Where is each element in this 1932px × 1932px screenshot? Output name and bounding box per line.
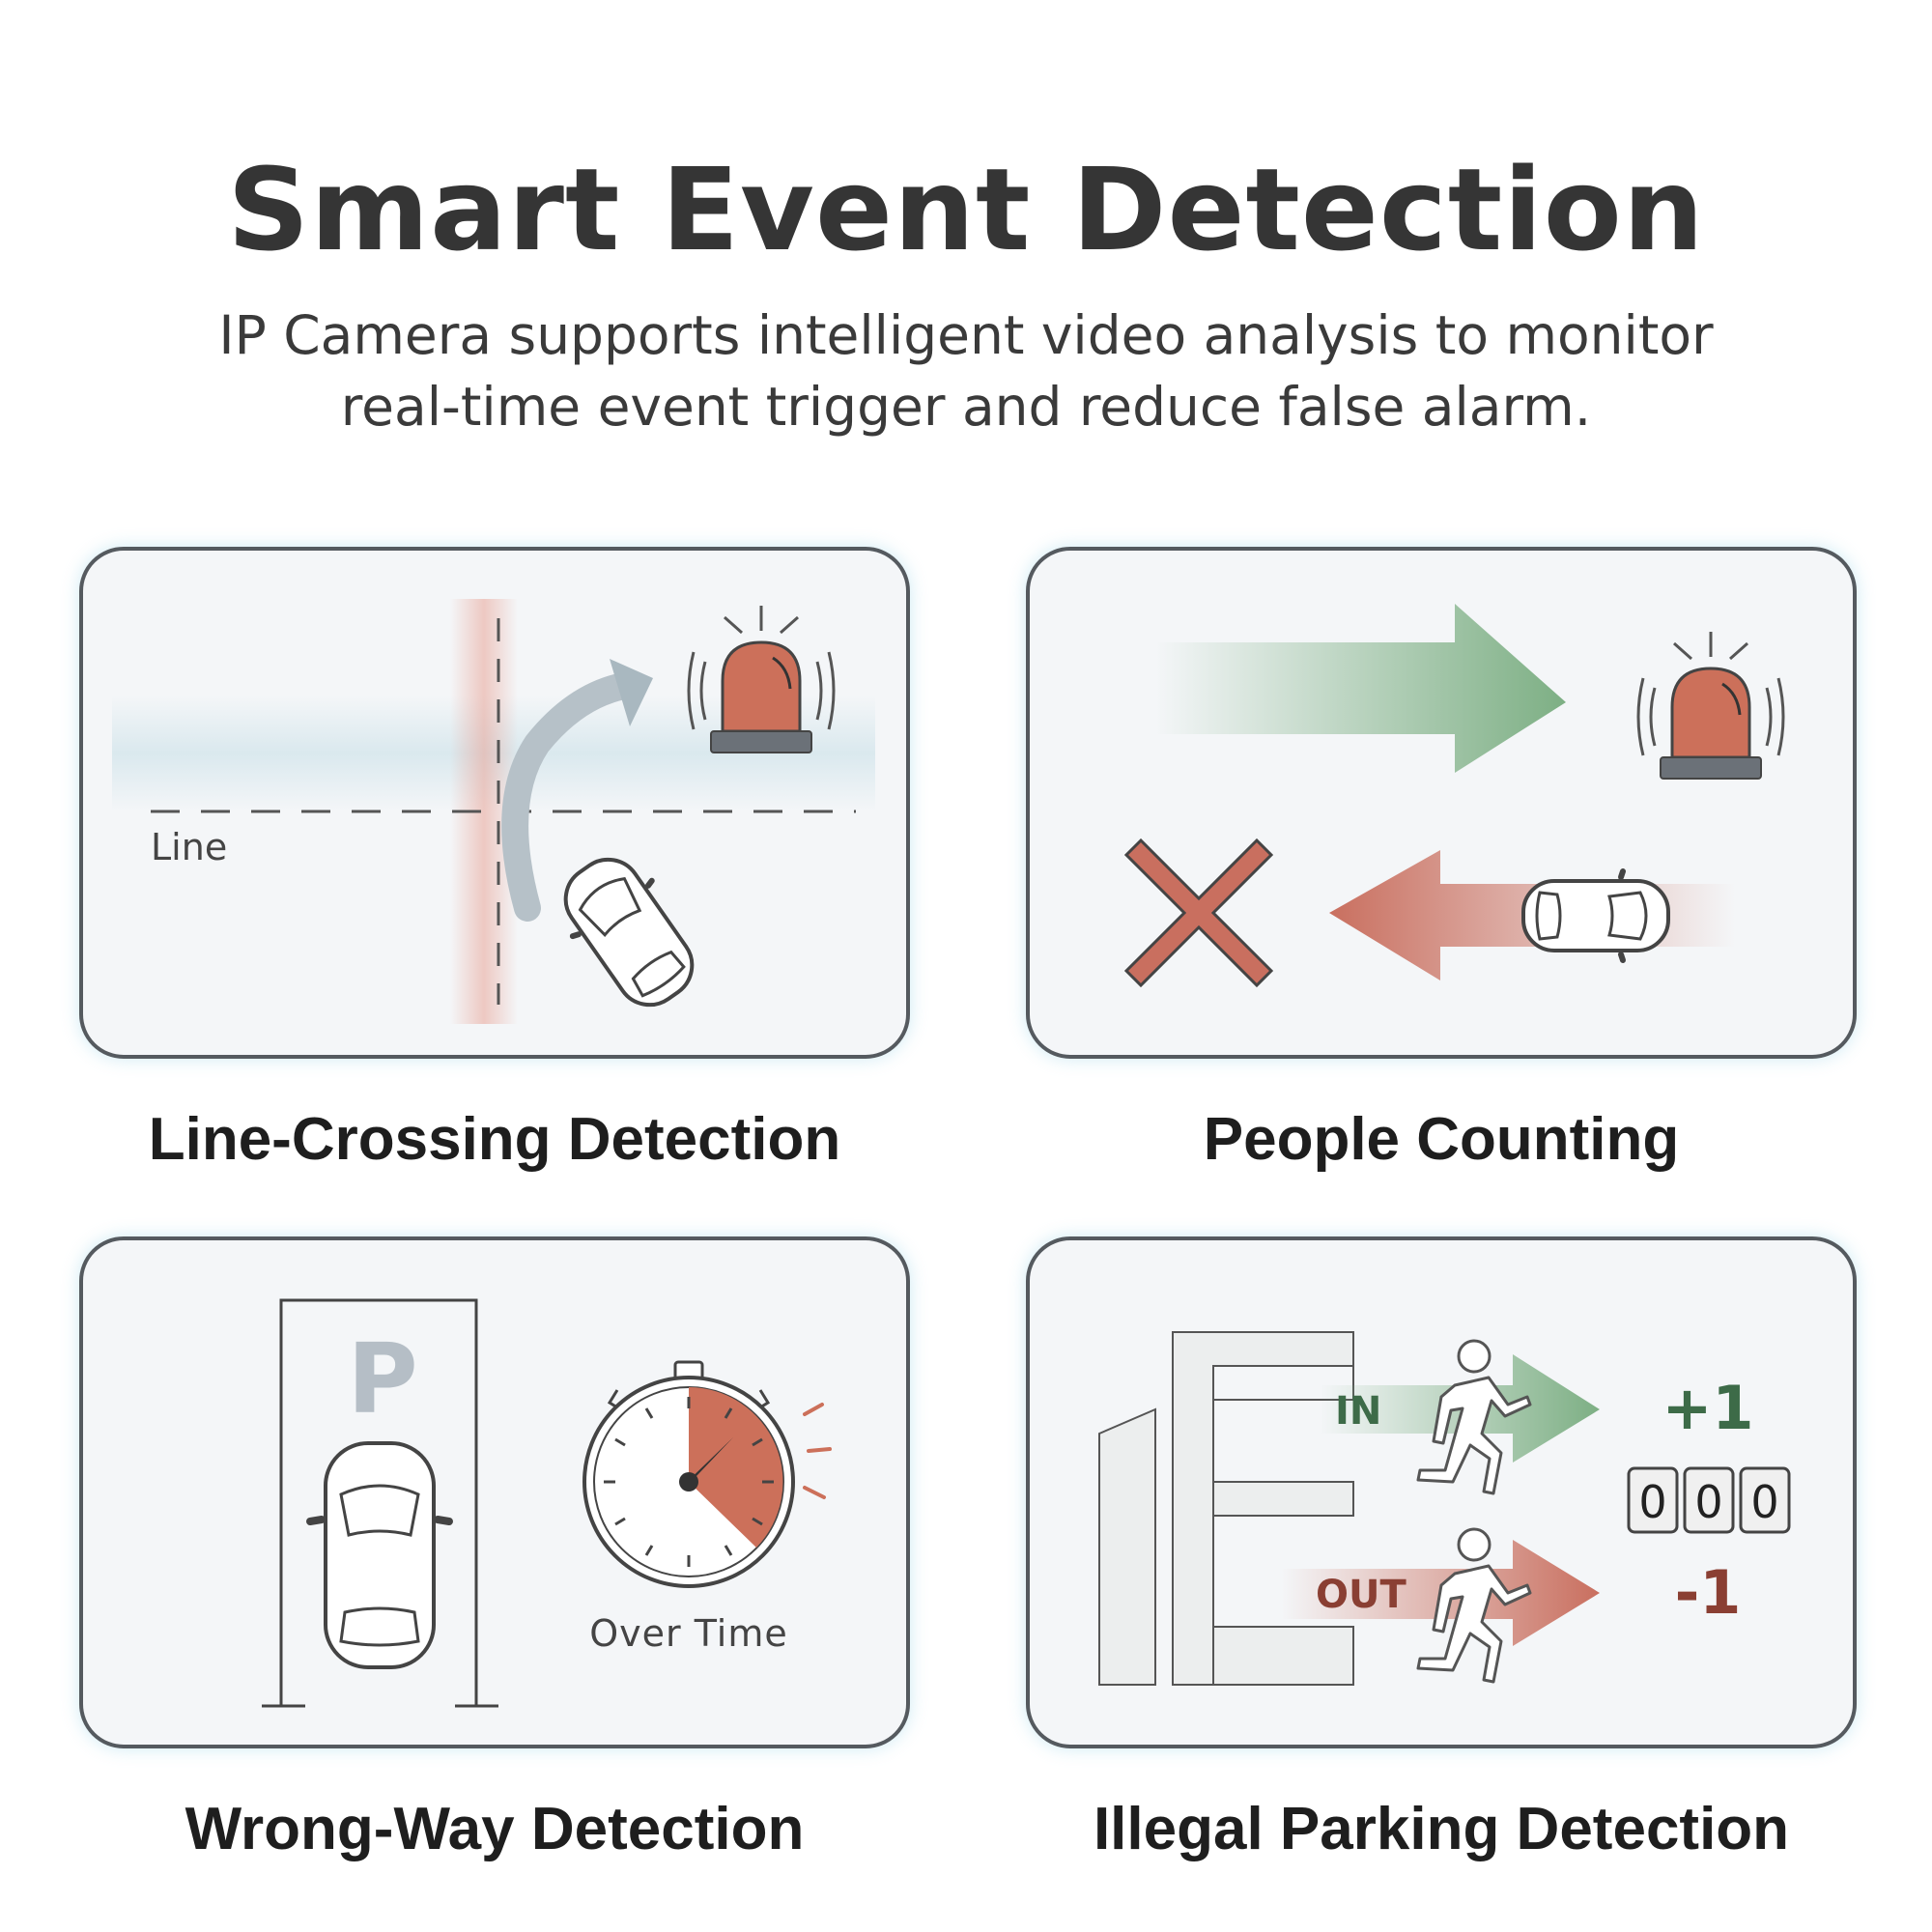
- subtitle-line-1: IP Camera supports intelligent video ana…: [218, 304, 1714, 366]
- running-person-icon: [1416, 1339, 1532, 1495]
- alarm-light-icon: [1636, 632, 1785, 780]
- car-icon: [306, 1441, 453, 1669]
- wrong-way-illustration: P: [262, 1298, 832, 1708]
- out-label: OUT: [1316, 1573, 1406, 1617]
- over-time-label: Over Time: [589, 1612, 787, 1655]
- line-label: Line: [151, 826, 227, 868]
- building-icon: [1098, 1331, 1354, 1686]
- illegal-parking-card: IN OUT +1 0 0 0 -1: [1026, 1236, 1857, 1748]
- counter-digit: 0: [1750, 1476, 1778, 1528]
- line-crossing-caption: Line-Crossing Detection: [148, 1106, 841, 1173]
- illegal-parking-caption: Illegal Parking Detection: [1093, 1796, 1790, 1862]
- plus-count: +1: [1662, 1373, 1753, 1443]
- parking-letter: P: [347, 1322, 417, 1435]
- counter-digit: 0: [1694, 1476, 1722, 1528]
- running-person-icon: [1416, 1527, 1532, 1684]
- subtitle-line-2: real-time event trigger and reduce false…: [340, 376, 1592, 438]
- people-counting-caption: People Counting: [1203, 1106, 1680, 1173]
- counter-digit: 0: [1638, 1476, 1666, 1528]
- car-icon: [563, 857, 695, 1008]
- car-icon: [1521, 868, 1670, 963]
- people-counting-card: [1026, 547, 1857, 1059]
- line-crossing-card: Line: [79, 547, 910, 1059]
- page-title: Smart Event Detection: [227, 143, 1705, 276]
- cross-icon: [1123, 838, 1274, 988]
- alarm-light-icon: [687, 606, 836, 753]
- people-counting-illustration: [1123, 604, 1785, 988]
- counter-display: 0 0 0: [1627, 1466, 1791, 1534]
- page-subtitle: IP Camera supports intelligent video ana…: [0, 299, 1932, 442]
- arrow-icon: [501, 672, 638, 922]
- in-label: IN: [1335, 1389, 1381, 1434]
- wrong-way-card: P: [79, 1236, 910, 1748]
- minus-count: -1: [1675, 1557, 1742, 1628]
- wrong-way-caption: Wrong-Way Detection: [185, 1796, 805, 1862]
- stopwatch-icon: [582, 1360, 832, 1588]
- illegal-parking-illustration: IN OUT +1 0 0 0 -1: [1098, 1331, 1791, 1686]
- line-crossing-illustration: Line: [112, 599, 875, 1024]
- green-arrow-icon: [1155, 604, 1566, 773]
